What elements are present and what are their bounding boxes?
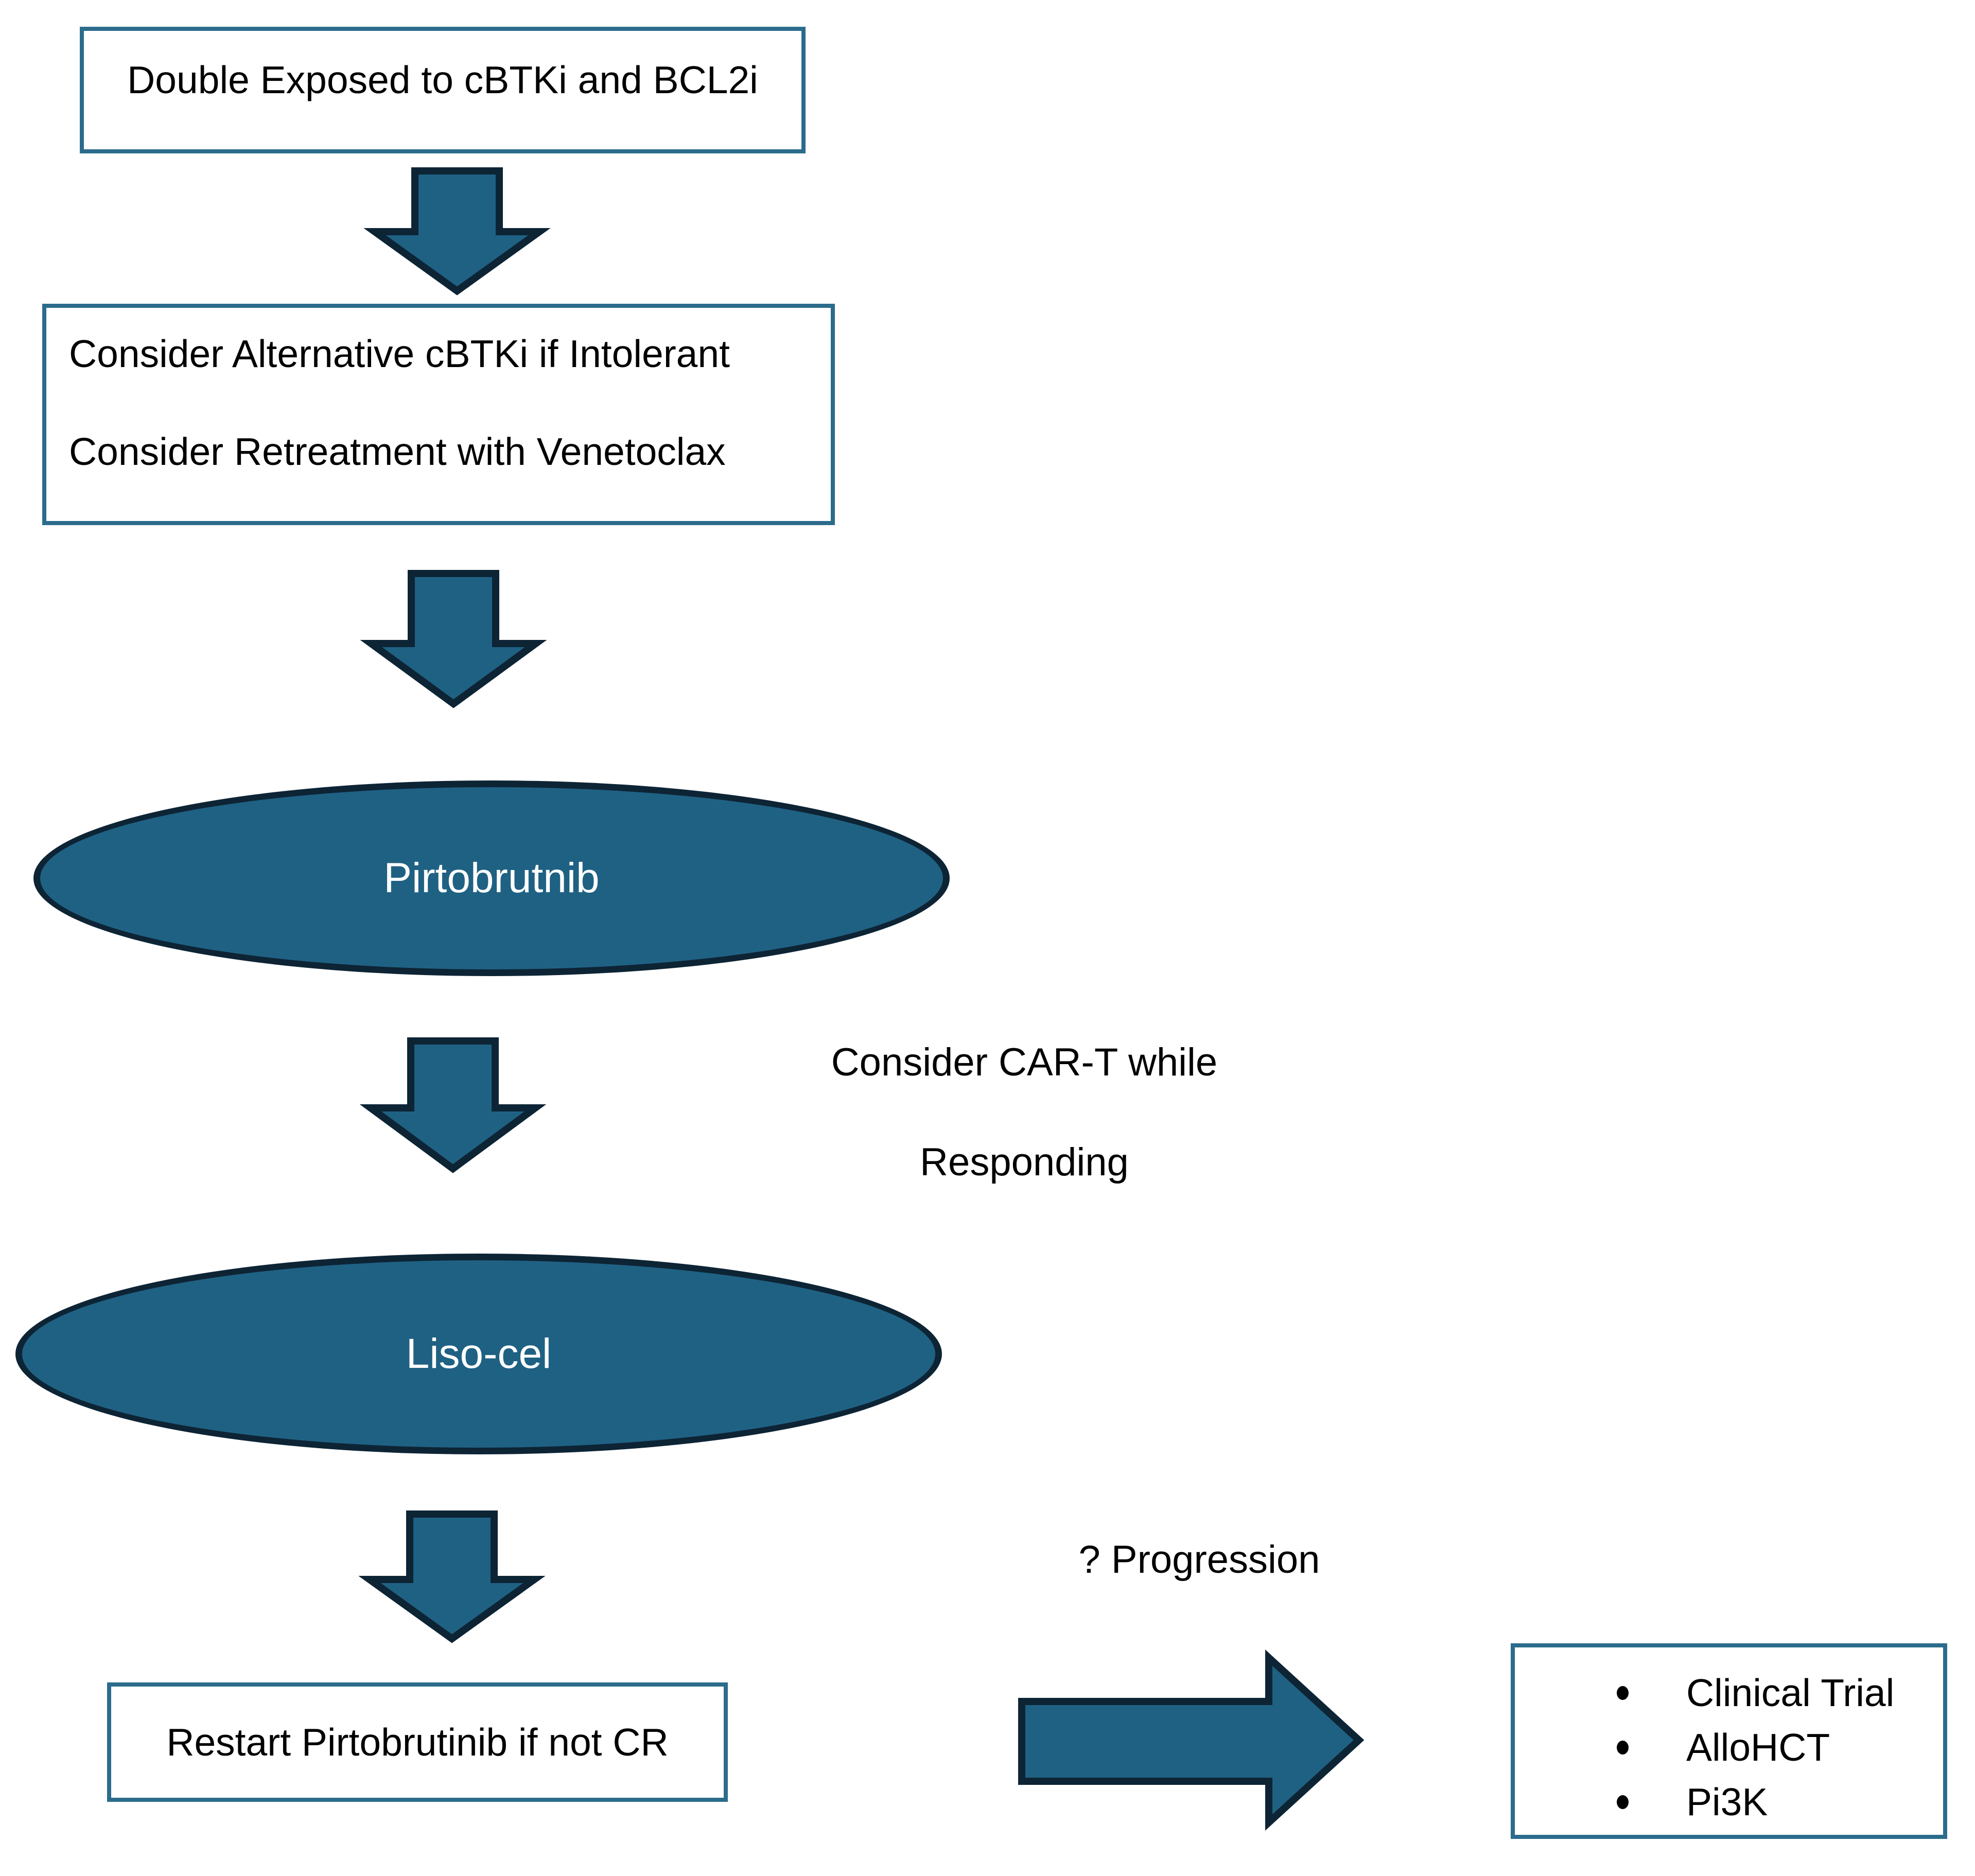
- node-consider-alternatives: Consider Alternative cBTKi if Intolerant…: [42, 304, 835, 525]
- progression-options-list: Clinical Trial AlloHCT Pi3K: [1515, 1647, 1943, 1823]
- list-item-clinical-trial: Clinical Trial: [1515, 1671, 1943, 1714]
- down-arrow-icon-3: [359, 1037, 547, 1173]
- down-arrow-icon-4: [358, 1510, 546, 1643]
- down-arrow-icon-1: [363, 167, 551, 296]
- list-item-clinical-trial-label: Clinical Trial: [1686, 1671, 1895, 1714]
- node-restart-pirtobrutinib: Restart Pirtobrutinib if not CR: [107, 1682, 728, 1802]
- node-pirtobrutinib-ellipse: Pirtobrutnib: [33, 780, 950, 976]
- list-item-pi3k: Pi3K: [1515, 1780, 1943, 1823]
- annotation-progression-label: ? Progression: [1078, 1538, 1320, 1582]
- down-arrow-icon-2: [360, 570, 547, 708]
- annotation-cart-line1: Consider CAR-T while: [831, 1040, 1218, 1084]
- consider-retreatment-label: Consider Retreatment with Venetoclax: [69, 430, 726, 474]
- node-lisocel-ellipse: Liso-cel: [15, 1254, 942, 1454]
- right-arrow-icon: [1018, 1649, 1365, 1831]
- node-double-exposed: Double Exposed to cBTKi and BCL2i: [80, 27, 806, 153]
- annotation-cart: Consider CAR-T while Responding: [793, 1041, 1256, 1184]
- node-lisocel-label: Liso-cel: [406, 1330, 552, 1377]
- list-item-pi3k-label: Pi3K: [1686, 1780, 1768, 1823]
- list-item-allohct-label: AlloHCT: [1686, 1726, 1830, 1769]
- node-pirtobrutinib-label: Pirtobrutnib: [383, 855, 600, 901]
- bullet-icon: [1617, 1740, 1629, 1755]
- annotation-progression: ? Progression: [1019, 1538, 1379, 1582]
- node-double-exposed-label: Double Exposed to cBTKi and BCL2i: [127, 58, 758, 101]
- annotation-cart-line2: Responding: [920, 1140, 1129, 1184]
- list-item-allohct: AlloHCT: [1515, 1726, 1943, 1769]
- node-restart-pirtobrutinib-label: Restart Pirtobrutinib if not CR: [166, 1720, 669, 1764]
- consider-alternative-cbtki-label: Consider Alternative cBTKi if Intolerant: [69, 332, 730, 375]
- bullet-icon: [1617, 1686, 1629, 1700]
- node-progression-options: Clinical Trial AlloHCT Pi3K: [1511, 1643, 1947, 1839]
- bullet-icon: [1617, 1795, 1629, 1809]
